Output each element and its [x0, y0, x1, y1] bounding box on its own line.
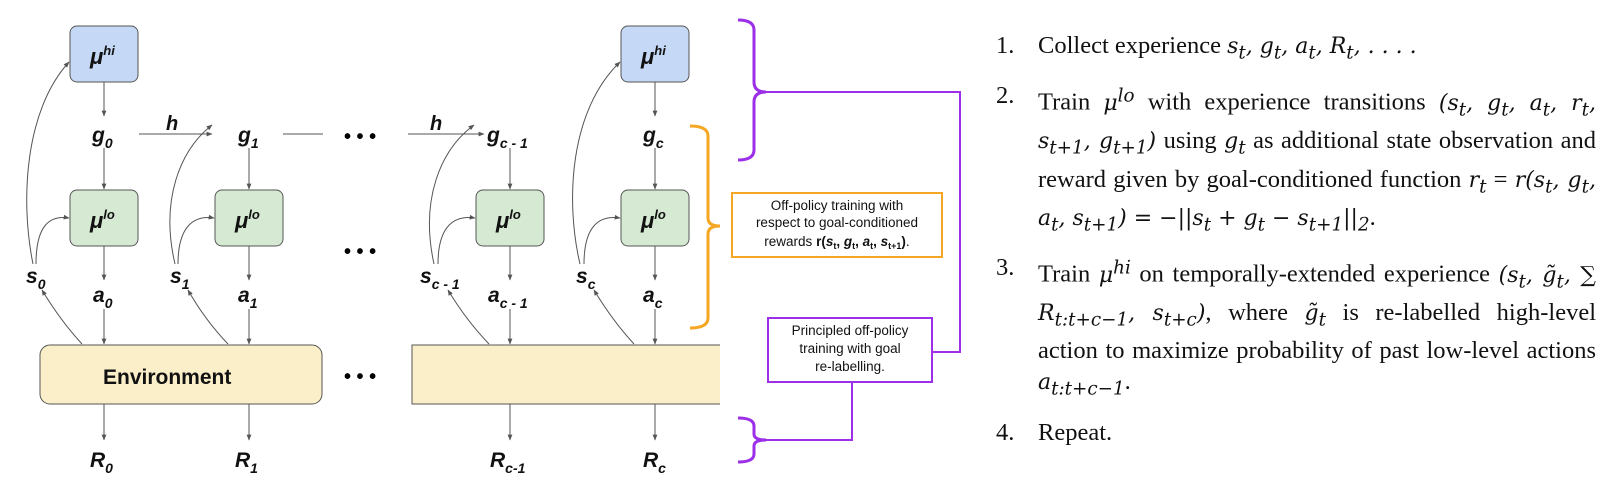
svg-text:μlo: μlo	[89, 207, 115, 233]
step-number: 2.	[996, 82, 1015, 110]
svg-text:Principled off-policy: Principled off-policy	[792, 323, 909, 338]
step-text: Repeat.	[1038, 418, 1113, 446]
action-label-1: a1	[238, 284, 258, 311]
action-label-c-1: ac - 1	[488, 284, 528, 311]
ellipsis-env: • • •	[344, 366, 376, 388]
step-3: 3. Train μhi on temporally-extended expe…	[996, 252, 1596, 405]
reward-label-0: R0	[90, 449, 113, 476]
svg-text:Off-policy training with: Off-policy training with	[771, 198, 904, 213]
svg-text:μlo: μlo	[495, 207, 521, 233]
relabel-note: Principled off-policy training with goal…	[767, 317, 933, 383]
arrows	[26, 61, 658, 441]
step-text: Collect experience st, gt, at, Rt, . . .…	[1038, 32, 1417, 64]
reward-label-c-1: Rc-1	[490, 449, 526, 476]
svg-text:training with goal: training with goal	[799, 341, 900, 356]
step-2: 2. Train μlo with experience transitions…	[996, 80, 1596, 240]
reward-label-c: Rc	[643, 449, 666, 476]
svg-text:re-labelling.: re-labelling.	[815, 359, 885, 374]
hi-policy-box-c: μhi	[620, 25, 690, 83]
goal-label-c-1: gc - 1	[486, 124, 528, 151]
lo-policy-box-1: μlo	[214, 189, 284, 247]
state-label-1: s1	[170, 265, 190, 292]
lo-policy-box-c-1: μlo	[475, 189, 545, 247]
step-number: 3.	[996, 254, 1015, 282]
step-1: 1. Collect experience st, gt, at, Rt, . …	[996, 30, 1596, 68]
state-label-c-1: sc - 1	[420, 265, 460, 292]
svg-text:μlo: μlo	[640, 207, 666, 233]
environment-box-left	[39, 344, 323, 405]
svg-text:μhi: μhi	[89, 43, 115, 69]
step-number: 1.	[996, 32, 1015, 59]
hiro-diagram: Environment • • • • • • • • • μhi μhi μl…	[26, 18, 961, 476]
environment-label: Environment	[103, 366, 231, 389]
hi-policy-box-0: μhi	[69, 25, 139, 83]
ellipsis-goals: • • •	[344, 126, 376, 148]
purple-bracket-bottom	[737, 376, 853, 464]
action-label-c: ac	[643, 284, 663, 311]
purple-bracket-top	[737, 18, 961, 353]
step-4: 4. Repeat.	[996, 417, 1596, 448]
transition-label-c: h	[430, 113, 442, 135]
algorithm-steps: 1. Collect experience st, gt, at, Rt, . …	[996, 30, 1596, 460]
svg-text:μhi: μhi	[640, 43, 666, 69]
offpolicy-note: Off-policy training with respect to goal…	[731, 192, 943, 258]
svg-text:respect to goal-conditioned: respect to goal-conditioned	[756, 215, 918, 230]
state-label-c: sc	[576, 265, 596, 292]
lo-policy-box-0: μlo	[69, 189, 139, 247]
svg-text:μlo: μlo	[234, 207, 260, 233]
orange-bracket	[689, 124, 721, 330]
ellipsis-lo: • • •	[344, 241, 376, 263]
action-label-0: a0	[93, 284, 113, 311]
svg-text:rewards r(st, gt, at, st+1).: rewards r(st, gt, at, st+1).	[764, 234, 909, 251]
environment-box-right	[411, 344, 720, 405]
goal-label-c: gc	[642, 124, 664, 151]
step-text: Train μlo with experience transitions (s…	[1038, 85, 1597, 236]
state-label-0: s0	[26, 265, 46, 292]
goal-label-1: g1	[237, 124, 259, 151]
reward-label-1: R1	[235, 449, 258, 476]
goal-label-0: g0	[91, 124, 113, 151]
transition-label-0: h	[166, 113, 178, 135]
step-text: Train μhi on temporally-extended experie…	[1038, 257, 1597, 400]
step-number: 4.	[996, 418, 1015, 446]
lo-policy-box-c: μlo	[620, 189, 690, 247]
